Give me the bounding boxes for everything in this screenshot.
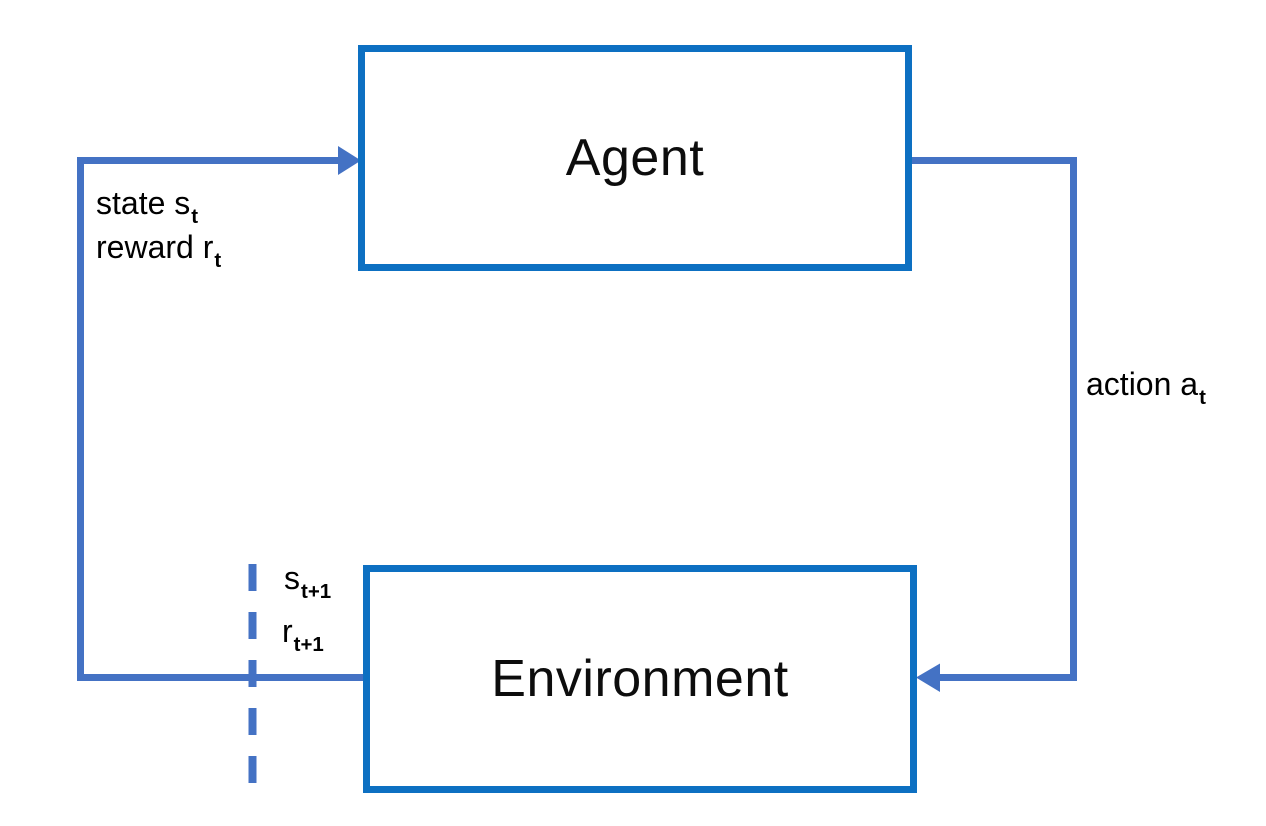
state-reward-arrowhead-icon	[338, 146, 361, 175]
state-reward-connector	[77, 157, 366, 681]
action-connector	[909, 157, 1077, 681]
state-label: state st	[96, 185, 199, 229]
agent-label-text: Agent	[565, 129, 705, 187]
action-arrowhead-icon	[916, 663, 940, 692]
environment-label-text: Environment	[491, 650, 789, 708]
state-reward-edge-label: state st reward rt	[96, 181, 222, 273]
agent-box	[358, 45, 912, 271]
next-state-subscript: t+1	[301, 580, 332, 604]
next-reward-subscript: t+1	[293, 633, 324, 657]
reward-label: reward rt	[96, 229, 222, 273]
action-edge-label: action at	[1086, 366, 1206, 410]
state-subscript: t	[191, 205, 199, 229]
next-reward-label: rt+1	[282, 613, 324, 657]
environment-box	[363, 565, 917, 793]
environment-node-label: Environment	[366, 568, 914, 790]
reward-subscript: t	[214, 249, 222, 273]
next-state-label: st+1	[284, 560, 332, 604]
action-subscript: t	[1199, 386, 1206, 410]
agent-node-label: Agent	[361, 48, 909, 268]
